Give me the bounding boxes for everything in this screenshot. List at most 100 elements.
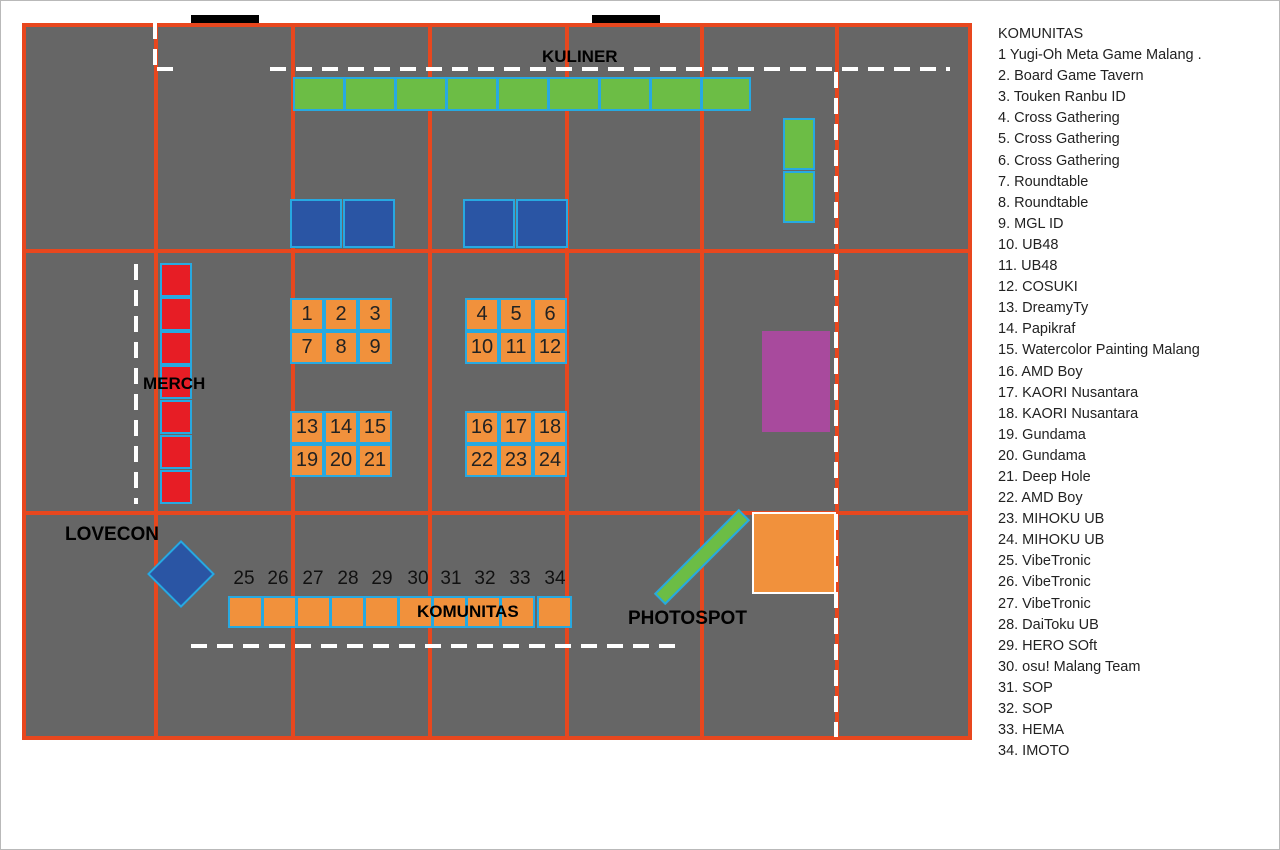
community-booth[interactable]: 23: [499, 444, 533, 477]
grid-line-vertical: [154, 23, 158, 740]
booth-number-label: 30: [407, 568, 429, 589]
legend-item: 7. Roundtable: [998, 173, 1089, 190]
culinary-booth[interactable]: [344, 77, 396, 111]
grid-line-vertical: [428, 23, 432, 740]
community-booth[interactable]: 14: [324, 411, 358, 444]
legend-item: 15. Watercolor Painting Malang: [998, 342, 1200, 359]
legend-item: 26. VibeTronic: [998, 574, 1091, 591]
grid-line-horizontal: [22, 511, 972, 515]
community-booth[interactable]: [262, 596, 297, 628]
merch-booth[interactable]: [160, 331, 192, 365]
culinary-booth[interactable]: [701, 77, 751, 111]
community-booth[interactable]: 20: [324, 444, 358, 477]
merch-booth[interactable]: [160, 435, 192, 469]
community-booth[interactable]: 4: [465, 298, 499, 331]
culinary-booth[interactable]: [783, 171, 815, 223]
legend-item: 13. DreamyTy: [998, 300, 1089, 317]
community-booth[interactable]: 1: [290, 298, 324, 331]
culinary-booth[interactable]: [293, 77, 345, 111]
community-booth[interactable]: 9: [358, 331, 392, 364]
walkway-dash: [134, 264, 138, 504]
community-booth[interactable]: 6: [533, 298, 567, 331]
community-booth[interactable]: 21: [358, 444, 392, 477]
culinary-booth[interactable]: [599, 77, 651, 111]
community-booth[interactable]: 11: [499, 331, 533, 364]
legend-item: 14. Papikraf: [998, 321, 1076, 338]
merch-booth[interactable]: [160, 263, 192, 297]
legend-item: 3. Touken Ranbu ID: [998, 89, 1126, 106]
blue-booth[interactable]: [463, 199, 515, 248]
booth-number-label: 32: [474, 568, 496, 589]
booth-number-label: 31: [440, 568, 462, 589]
culinary-booth[interactable]: [497, 77, 549, 111]
legend-item: 11. UB48: [998, 258, 1058, 275]
legend-item: 24. MIHOKU UB: [998, 532, 1105, 549]
entrance-right: [592, 15, 660, 23]
community-booth[interactable]: 10: [465, 331, 499, 364]
legend-title: KOMUNITAS: [998, 26, 1084, 42]
community-booth[interactable]: 18: [533, 411, 567, 444]
legend-item: 2. Board Game Tavern: [998, 68, 1144, 85]
legend-item: 20. Gundama: [998, 447, 1086, 464]
community-booth[interactable]: 15: [358, 411, 392, 444]
legend-item: 4. Cross Gathering: [998, 110, 1120, 127]
blue-booth[interactable]: [343, 199, 395, 248]
blue-booth[interactable]: [516, 199, 568, 248]
community-legend: KOMUNITAS 1 Yugi-Oh Meta Game Malang .2.…: [998, 24, 1202, 762]
legend-item: 16. AMD Boy: [998, 363, 1083, 380]
booth-number-label: 25: [233, 568, 255, 589]
grid-line-horizontal: [22, 249, 972, 253]
merch-booth[interactable]: [160, 470, 192, 504]
community-booth[interactable]: [537, 596, 572, 628]
community-booth[interactable]: 2: [324, 298, 358, 331]
community-booth[interactable]: 7: [290, 331, 324, 364]
culinary-booth[interactable]: [446, 77, 498, 111]
booth-number-label: 33: [509, 568, 531, 589]
legend-item: 33. HEMA: [998, 722, 1065, 739]
community-booth[interactable]: 16: [465, 411, 499, 444]
komunitas-label: KOMUNITAS: [417, 602, 519, 621]
walkway-dash: [153, 23, 157, 68]
culinary-booth[interactable]: [650, 77, 702, 111]
legend-item: 12. COSUKI: [998, 279, 1078, 296]
community-booth[interactable]: 12: [533, 331, 567, 364]
community-booth[interactable]: [398, 596, 433, 628]
booth-number-label: 26: [267, 568, 289, 589]
culinary-booth[interactable]: [548, 77, 600, 111]
legend-item: 19. Gundama: [998, 426, 1086, 443]
walkway-dash: [157, 67, 183, 71]
legend-item: 27. VibeTronic: [998, 595, 1091, 612]
grid-line-vertical: [291, 23, 295, 740]
community-booth[interactable]: 13: [290, 411, 324, 444]
merch-booth[interactable]: [160, 297, 192, 331]
community-booth[interactable]: 24: [533, 444, 567, 477]
community-booth[interactable]: 8: [324, 331, 358, 364]
legend-item: 29. HERO SOft: [998, 637, 1098, 654]
community-booth[interactable]: [500, 596, 535, 628]
community-booth[interactable]: 3: [358, 298, 392, 331]
booth-number-label: 34: [544, 568, 566, 589]
merch-booth[interactable]: [160, 365, 192, 399]
legend-item: 9. MGL ID: [998, 215, 1064, 232]
legend-item: 25. VibeTronic: [998, 553, 1091, 570]
community-booth[interactable]: 22: [465, 444, 499, 477]
lovecon-label: LOVECON: [65, 524, 159, 545]
community-booth[interactable]: 5: [499, 298, 533, 331]
merch-booth[interactable]: [160, 400, 192, 434]
legend-item: 30. osu! Malang Team: [998, 658, 1141, 675]
blue-booth[interactable]: [290, 199, 342, 248]
community-booth[interactable]: [364, 596, 399, 628]
walkway-dash: [270, 67, 950, 71]
community-booth[interactable]: [296, 596, 331, 628]
culinary-booth[interactable]: [783, 118, 815, 170]
community-booth[interactable]: 17: [499, 411, 533, 444]
community-booth[interactable]: [228, 596, 263, 628]
community-booth[interactable]: 19: [290, 444, 324, 477]
legend-list: 1 Yugi-Oh Meta Game Malang .2. Board Gam…: [998, 45, 1202, 762]
legend-item: 23. MIHOKU UB: [998, 511, 1105, 528]
culinary-booth[interactable]: [395, 77, 447, 111]
legend-item: 28. DaiToku UB: [998, 616, 1099, 633]
legend-item: 5. Cross Gathering: [998, 131, 1120, 148]
photospot-area[interactable]: [752, 512, 836, 594]
community-booth[interactable]: [330, 596, 365, 628]
